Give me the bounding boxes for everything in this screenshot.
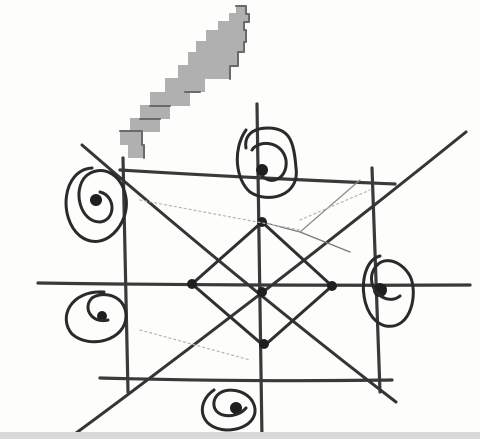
inner-diamond [192, 180, 360, 346]
bottom-gray-strip [0, 432, 480, 439]
dot-diamond-left [187, 279, 197, 289]
circle-right [363, 256, 413, 326]
circle-bottom [202, 390, 255, 430]
circle-top-center [237, 128, 296, 197]
circle-lower-left [66, 292, 126, 342]
middle-horizontal-line [38, 283, 470, 285]
staircase-shading [120, 6, 249, 158]
center-vertical-line [257, 104, 262, 439]
dot-top-center [256, 164, 268, 176]
frame-lines [38, 104, 470, 439]
dot-center [257, 287, 267, 297]
dot-diamond-right [327, 281, 337, 291]
dot-upper-left [90, 194, 102, 206]
dot-diamond-bottom [259, 339, 269, 349]
bottom-horizontal-line [100, 378, 392, 381]
faint-marks [140, 190, 370, 360]
